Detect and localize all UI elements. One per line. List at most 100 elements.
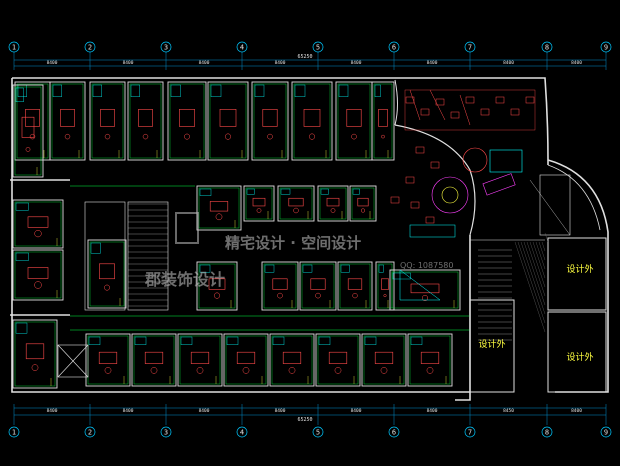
axis-bubble	[541, 426, 553, 438]
axis-bubble	[464, 41, 476, 53]
excluded-zones	[469, 232, 607, 393]
building-outline	[10, 77, 609, 401]
axis-label: 1	[12, 44, 16, 52]
office-room	[49, 81, 86, 161]
total-dimension-bottom: 65250	[297, 417, 312, 423]
axis-bubble	[464, 426, 476, 438]
axis-label: 6	[392, 44, 396, 52]
office-room	[251, 81, 289, 161]
dimension-label: 8400	[427, 408, 438, 414]
dimension-label: 8400	[275, 408, 286, 414]
office-room	[12, 199, 64, 249]
office-room	[14, 81, 51, 161]
axis-label: 7	[468, 429, 472, 437]
office-room	[407, 333, 453, 387]
axis-bubble	[160, 426, 172, 438]
watermark-line-3: QQ: 1087580	[400, 261, 453, 270]
office-room	[371, 81, 395, 161]
office-room	[335, 81, 373, 161]
axis-bubble	[312, 41, 324, 53]
office-row-top	[14, 81, 395, 161]
axis-bubble	[84, 41, 96, 53]
axis-label: 4	[240, 44, 244, 52]
office-room	[337, 261, 373, 311]
office-room	[375, 261, 395, 311]
office-room	[317, 185, 349, 222]
zone-label-excluded-3: 设计外	[478, 338, 505, 350]
corridor	[70, 185, 470, 331]
office-room	[315, 333, 361, 387]
axis-label: 3	[164, 44, 168, 52]
dimension-label: 8400	[47, 408, 58, 414]
office-room	[196, 185, 242, 231]
office-room	[87, 239, 127, 309]
office-room	[12, 249, 64, 301]
axis-label: 2	[88, 429, 92, 437]
office-room	[361, 333, 407, 387]
axis-label: 4	[240, 429, 244, 437]
dimension-label: 8400	[199, 408, 210, 414]
office-room	[269, 333, 315, 387]
axis-bubble	[600, 41, 612, 53]
office-room	[299, 261, 337, 311]
axis-label: 5	[316, 44, 320, 52]
office-room	[177, 333, 223, 387]
office-room	[131, 333, 177, 387]
axis-label: 9	[604, 44, 608, 52]
dimension-label: 8400	[351, 60, 362, 66]
office-room	[223, 333, 269, 387]
dimension-label: 8400	[503, 60, 514, 66]
axis-label: 9	[604, 429, 608, 437]
axis-label: 7	[468, 44, 472, 52]
dimension-labels-bottom: 8400 8400 8400 8400 8400 8400 8450 8400	[47, 408, 583, 414]
axis-bubble	[388, 41, 400, 53]
office-room	[243, 185, 275, 222]
zone-label-excluded-1: 设计外	[566, 263, 593, 275]
total-dimension-top: 65250	[297, 54, 312, 60]
axis-bubble	[541, 41, 553, 53]
office-room	[127, 81, 164, 161]
axis-grid	[13, 52, 607, 425]
axis-bubble	[600, 426, 612, 438]
watermark: 郡装饰设计 精宅设计 · 空间设计 QQ: 1087580	[144, 212, 453, 289]
dimension-label: 8400	[275, 60, 286, 66]
watermark-line-1: 郡装饰设计	[144, 270, 225, 289]
axis-bubble	[160, 41, 172, 53]
axis-label: 8	[545, 44, 549, 52]
axis-label: 5	[316, 429, 320, 437]
office-row-bottom	[85, 333, 453, 387]
office-room	[349, 185, 377, 222]
office-room	[12, 84, 44, 178]
dimension-labels-top: 8400 8400 8400 8400 8400 8400 8400 8400	[47, 60, 583, 66]
axis-bubble	[236, 426, 248, 438]
dimension-label: 8400	[123, 60, 134, 66]
stair-core	[57, 201, 512, 378]
watermark-line-2: 精宅设计 · 空间设计	[225, 234, 361, 252]
office-room	[277, 185, 315, 222]
office-room	[12, 319, 58, 389]
dimension-label: 8450	[503, 408, 514, 414]
dimension-label: 8400	[351, 408, 362, 414]
office-room	[261, 261, 299, 311]
axis-label: 6	[392, 429, 396, 437]
office-room	[196, 261, 238, 311]
office-room	[167, 81, 207, 161]
reception-lobby	[394, 79, 601, 236]
dimension-label: 8400	[199, 60, 210, 66]
dimension-label: 8400	[47, 60, 58, 66]
office-room	[291, 81, 333, 161]
office-room	[207, 81, 249, 161]
axis-label: 1	[12, 429, 16, 437]
dimension-label: 8400	[123, 408, 134, 414]
dimension-label: 8400	[427, 60, 438, 66]
office-column-left	[12, 84, 64, 389]
axis-label: 3	[164, 429, 168, 437]
office-room	[85, 333, 131, 387]
central-rooms	[87, 185, 461, 311]
axis-bubble	[236, 41, 248, 53]
dimension-label: 8400	[571, 60, 582, 66]
dimension-label: 8400	[571, 408, 582, 414]
